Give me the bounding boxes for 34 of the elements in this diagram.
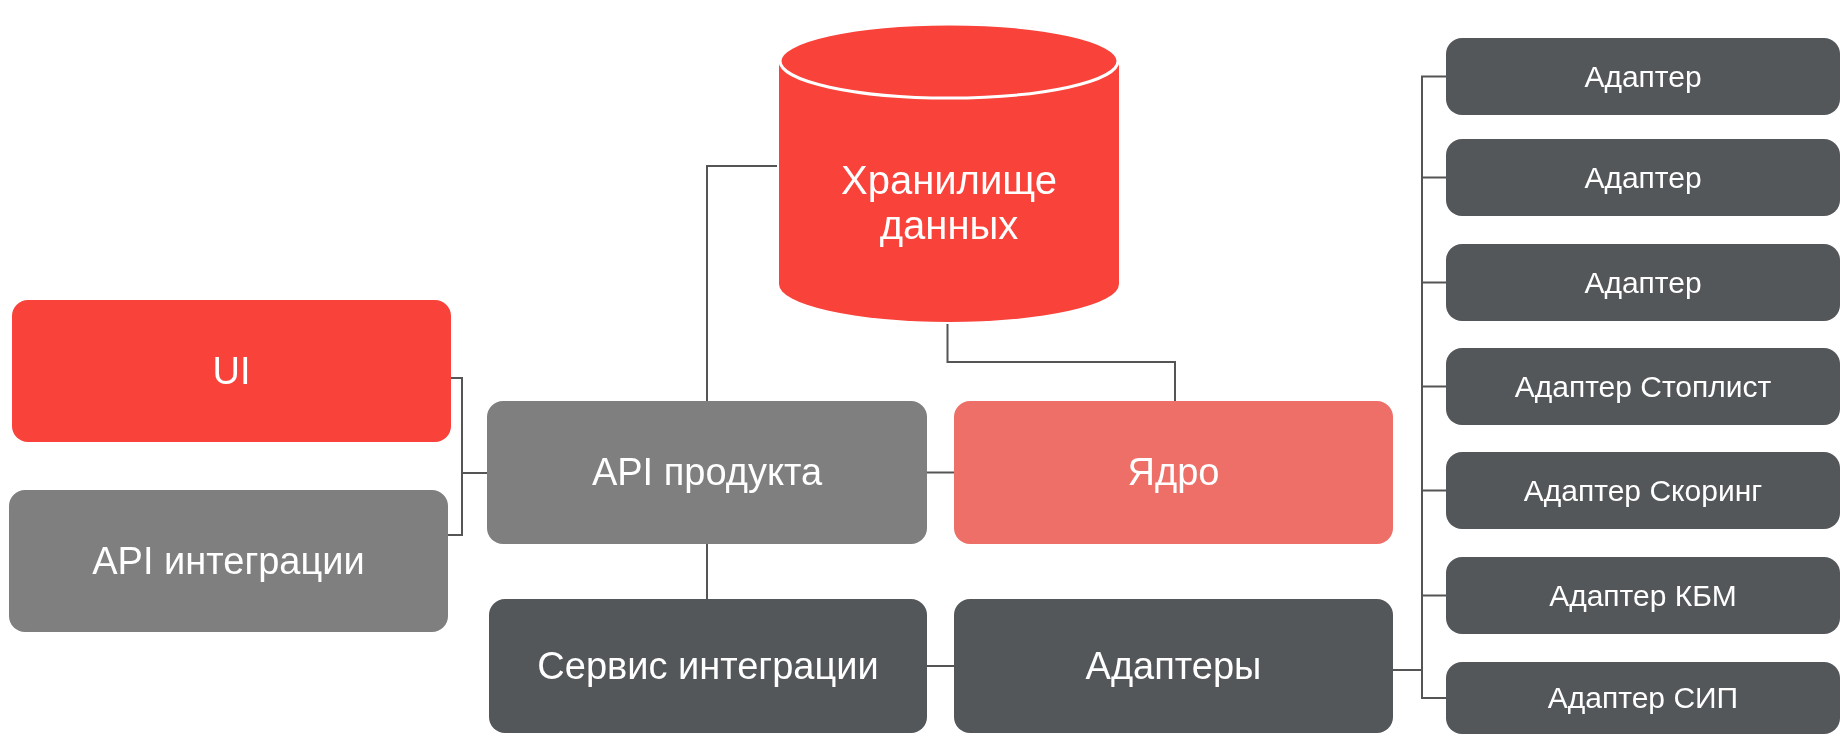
process-box [1446,348,1840,425]
connector-line [706,543,708,600]
process-box [487,401,927,544]
connector-line [447,472,488,536]
process-box [954,599,1393,733]
node-label: Адаптер Скоринг [1523,473,1763,508]
process-box [1446,139,1840,216]
node-label: Адаптеры [1085,644,1262,688]
node-label: Адаптер [1584,265,1702,300]
process-box [1446,662,1840,734]
process-box [9,490,448,632]
node-label: UI [212,349,251,393]
node-label: Адаптер Стоплист [1514,369,1772,404]
node-label: API интеграции [92,539,365,583]
process-box [1446,557,1840,634]
node-label: Адаптер КБМ [1549,578,1737,613]
process-box [1446,244,1840,321]
connector-line [706,165,778,402]
connector-line [946,323,1176,402]
node-label: Адаптер СИП [1547,681,1739,715]
node-label: Ядро [1127,451,1220,494]
process-box [1446,38,1840,115]
node-label: API продукта [591,451,823,494]
node-label: Хранилище данных [840,157,1058,248]
process-box [1446,452,1840,529]
connector-line [926,665,955,667]
connector-line [926,471,955,474]
node-label: Адаптер [1584,59,1702,94]
process-box [954,401,1393,544]
node-label: Сервис интеграции [537,644,879,688]
process-box [489,599,927,733]
connector-line [1392,669,1447,699]
process-box [12,300,451,442]
node-label: Адаптер [1584,160,1702,195]
